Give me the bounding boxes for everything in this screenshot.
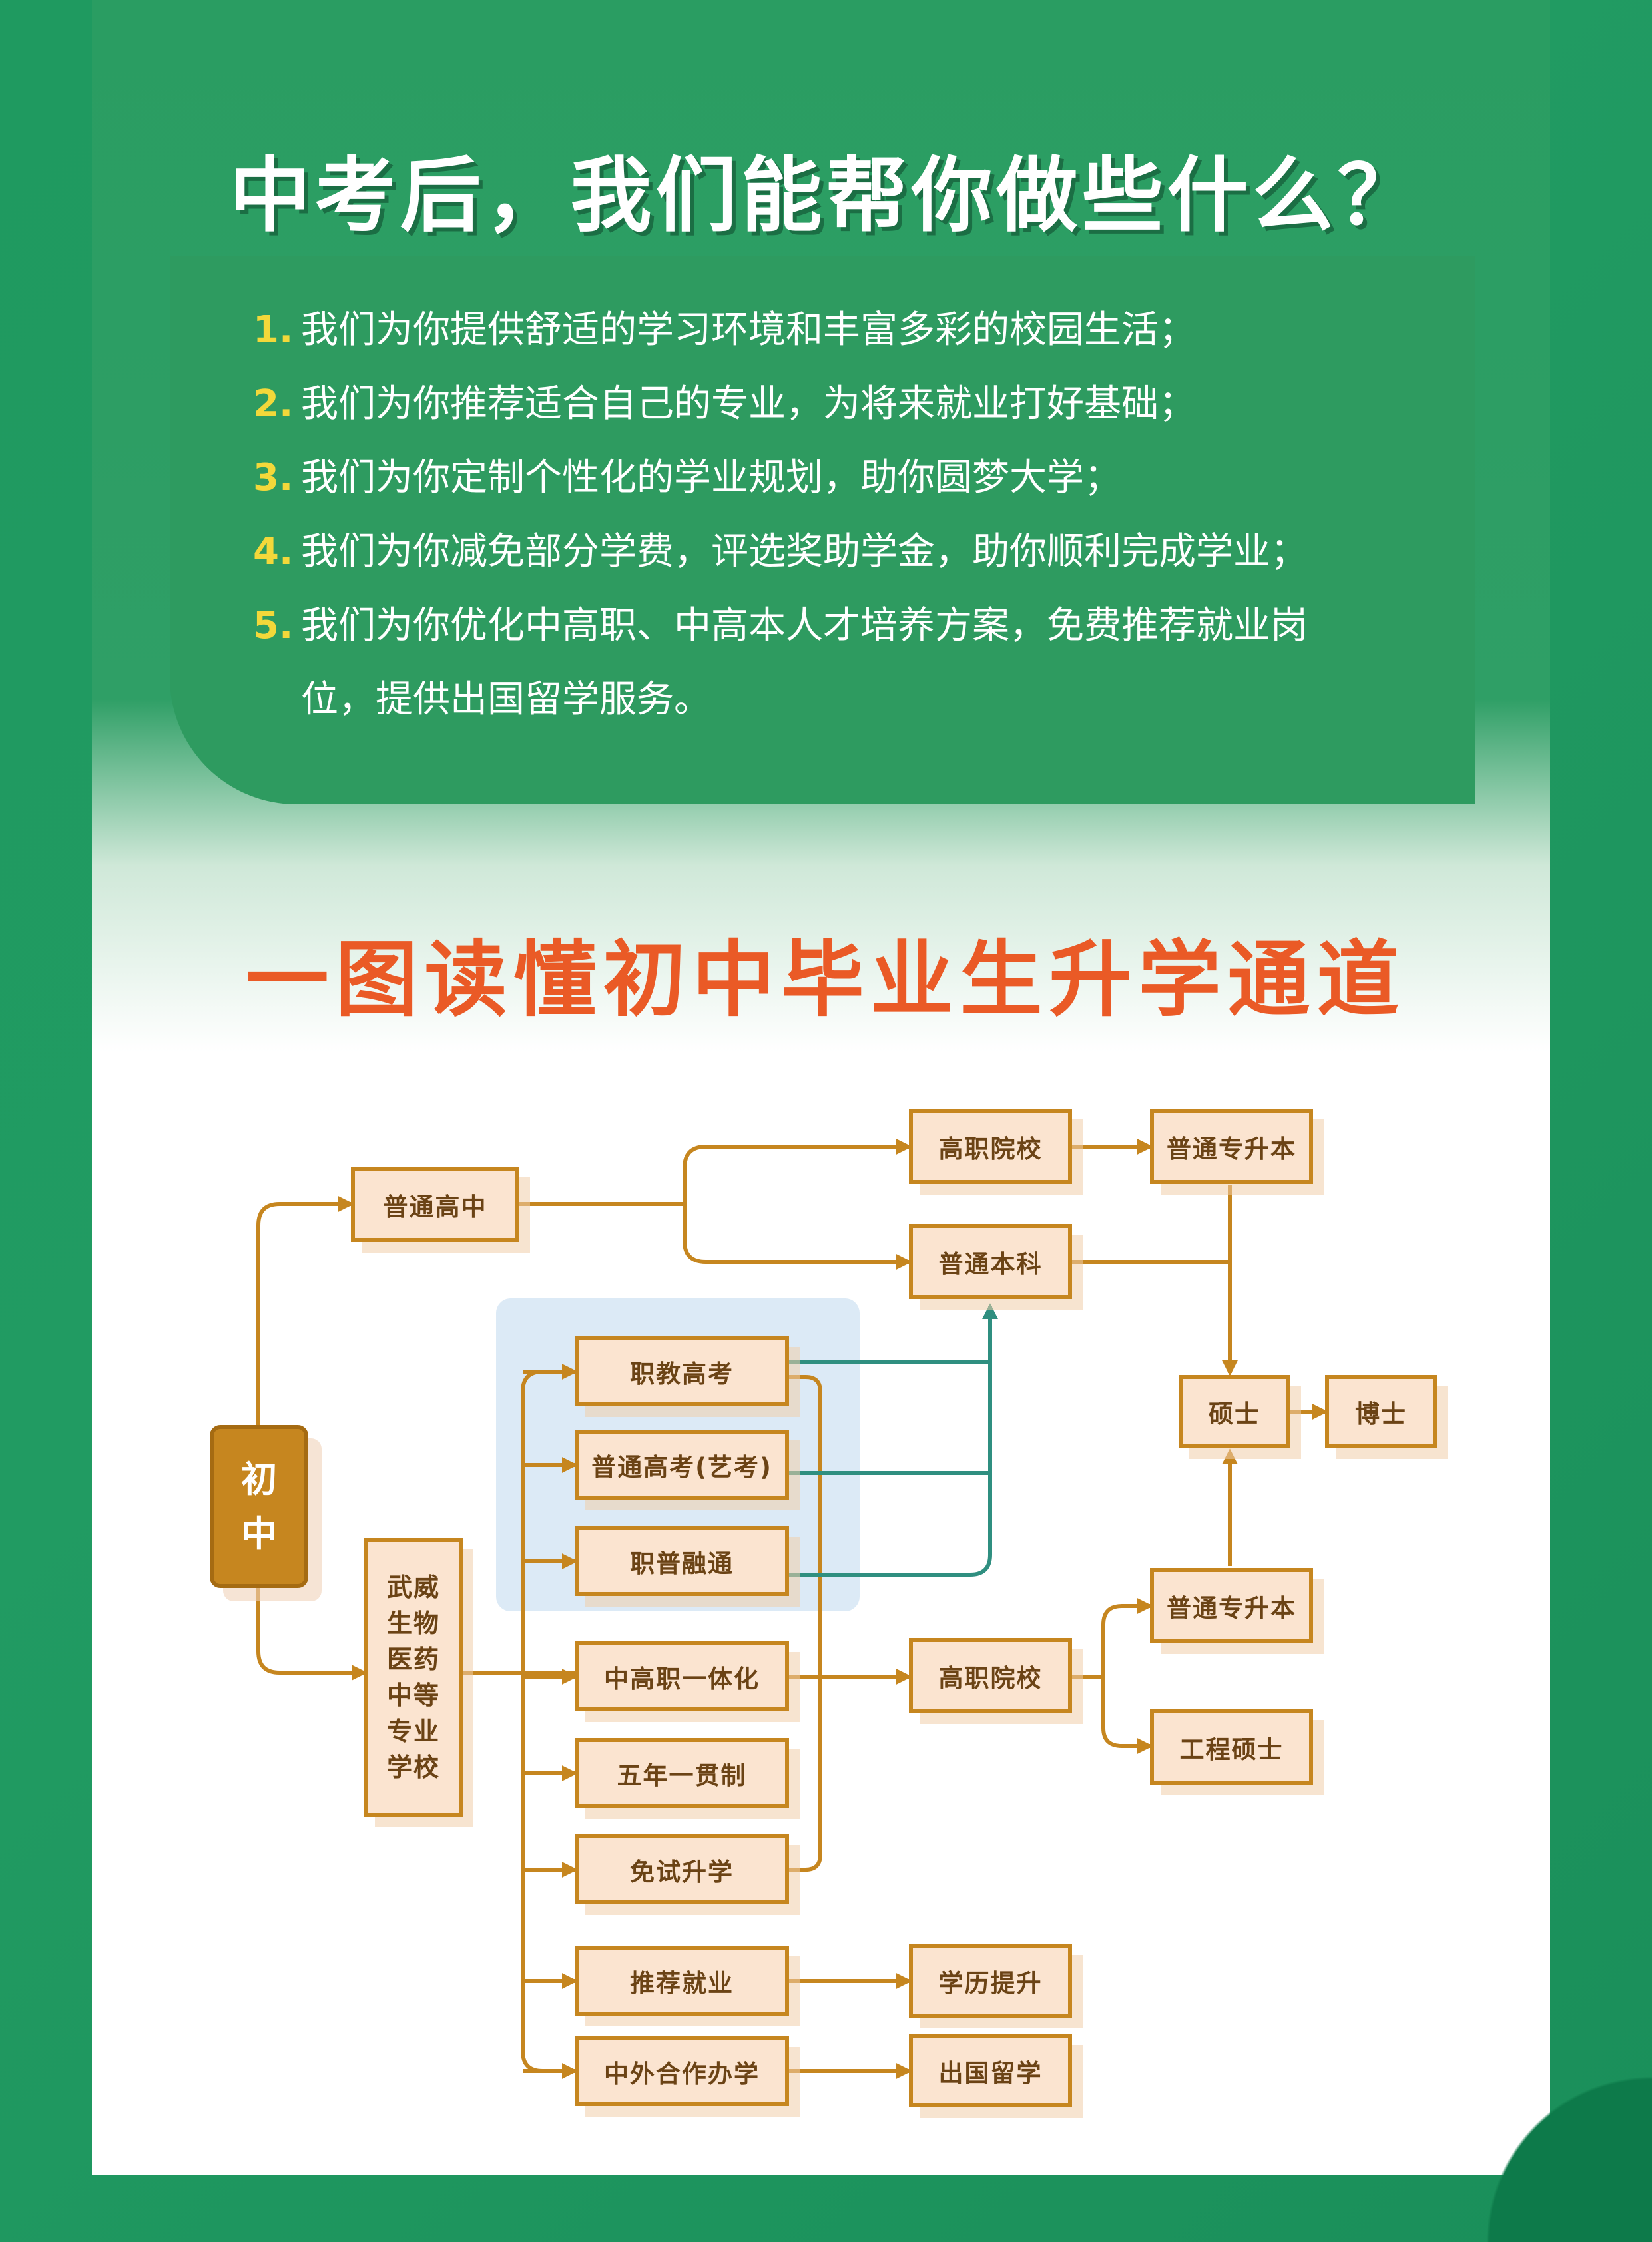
node-gaozhi-top: 高职院校: [909, 1109, 1072, 1184]
node-wunian: 五年一贯制: [575, 1738, 789, 1808]
item-text: 我们为你定制个性化的学业规划，助你圆梦大学；: [301, 456, 1121, 499]
node-zhongwai: 中外合作办学: [575, 2036, 789, 2106]
node-zhuansheng-mid: 普通专升本: [1150, 1568, 1313, 1643]
item-number: 4.: [253, 530, 294, 573]
start-node-junior-high: 初 中: [210, 1425, 308, 1588]
node-shuoshi: 硕士: [1179, 1375, 1290, 1448]
item-text: 我们为你提供舒适的学习环境和丰富多彩的校园生活；: [301, 308, 1196, 352]
node-vocational-school: 武威 生物 医药 中等 专业 学校: [364, 1538, 463, 1817]
node-putong-gaozhong: 普通高中: [351, 1167, 519, 1242]
page-title: 中考后，我们能帮你做些什么？: [229, 148, 1423, 243]
node-putong-gaokao-yikao: 普通高考(艺考): [575, 1430, 789, 1500]
services-panel: [170, 256, 1475, 804]
node-boshi: 博士: [1325, 1375, 1437, 1448]
item-text: 我们为你减免部分学费，评选奖助学金，助你顺利完成学业；: [301, 530, 1308, 573]
list-item: 2.我们为你推荐适合自己的专业，为将来就业打好基础；: [253, 367, 1438, 441]
item-number: 5.: [253, 604, 294, 647]
item-text: 我们为你推荐适合自己的专业，为将来就业打好基础；: [301, 382, 1196, 425]
node-gongcheng-shuoshi: 工程硕士: [1150, 1709, 1313, 1785]
item-number: 3.: [253, 456, 294, 499]
node-gaozhi-mid: 高职院校: [909, 1638, 1072, 1713]
corner-decoration: [1412, 2069, 1652, 2242]
list-item: 3.我们为你定制个性化的学业规划，助你圆梦大学；: [253, 441, 1438, 515]
item-text: 我们为你优化中高职、中高本人才培养方案，免费推荐就业岗: [301, 604, 1308, 647]
node-putong-benke: 普通本科: [909, 1224, 1072, 1299]
services-list: 1.我们为你提供舒适的学习环境和丰富多彩的校园生活； 2.我们为你推荐适合自己的…: [253, 293, 1438, 736]
item-text-continued: 位，提供出国留学服务。: [301, 678, 711, 721]
list-item: 5.我们为你优化中高职、中高本人才培养方案，免费推荐就业岗位，提供出国留学服务。: [253, 589, 1438, 736]
node-zhuansheng-top: 普通专升本: [1150, 1109, 1313, 1184]
node-zhonggaozhi: 中高职一体化: [575, 1641, 789, 1711]
diagram-title: 一图读懂初中毕业生升学通道: [246, 932, 1406, 1028]
node-mianshi: 免试升学: [575, 1834, 789, 1904]
list-item: 4.我们为你减免部分学费，评选奖助学金，助你顺利完成学业；: [253, 515, 1438, 589]
node-tuijian-jiuye: 推荐就业: [575, 1946, 789, 2016]
item-number: 1.: [253, 308, 294, 352]
list-item: 1.我们为你提供舒适的学习环境和丰富多彩的校园生活；: [253, 293, 1438, 367]
node-zhijiao-gaokao: 职教高考: [575, 1336, 789, 1406]
node-xueli-tisheng: 学历提升: [909, 1944, 1072, 2018]
node-chuguo: 出国留学: [909, 2034, 1072, 2107]
node-zhipu-rongtong: 职普融通: [575, 1526, 789, 1596]
item-number: 2.: [253, 382, 294, 425]
